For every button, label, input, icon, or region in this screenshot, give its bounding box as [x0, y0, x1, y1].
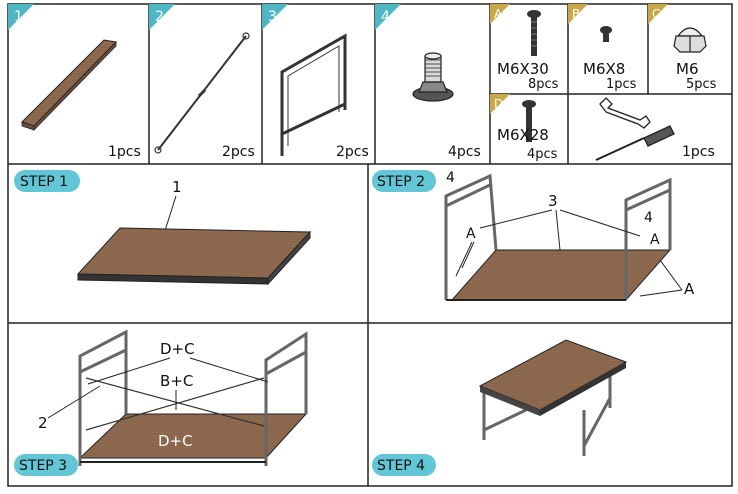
step-4-panel: STEP 4	[372, 339, 628, 476]
hardware-b-qty: 1pcs	[606, 77, 637, 92]
hardware-d-letter: D	[494, 97, 503, 111]
cap-nut-m6-icon	[673, 27, 707, 53]
part-2-badge	[149, 4, 175, 30]
hardware-b-badge	[568, 4, 588, 24]
step-2-callout-3: 3	[548, 192, 558, 210]
step-2-callout-a3: A	[684, 280, 695, 298]
tabletop-board-image	[21, 39, 118, 131]
step-2-badge	[372, 170, 436, 192]
part-1-badge	[8, 4, 34, 30]
tabletop-step1-image	[76, 227, 312, 286]
step-3-callout-dc-top: D+C	[160, 340, 195, 358]
step-3-callout-bc: B+C	[160, 372, 193, 390]
step-3-badge	[14, 454, 78, 476]
step-1-badge	[14, 170, 80, 192]
hardware-b-cell: B M6X8 1pcs	[568, 4, 637, 92]
bolt-m6x8-icon	[600, 26, 612, 42]
cross-brace-rod-image	[154, 32, 250, 154]
step-4-label: STEP 4	[377, 458, 425, 474]
hardware-d-cell: D M6X28 4pcs	[490, 94, 558, 162]
hardware-b-size: M6X8	[583, 60, 625, 78]
part-4-number: 4	[381, 9, 390, 25]
table-upside-down-image	[444, 173, 672, 301]
hardware-d-qty: 4pcs	[527, 147, 558, 162]
hardware-d-size: M6X28	[497, 126, 549, 144]
finished-table-image	[478, 339, 628, 456]
step-2-callout-4b: 4	[644, 210, 653, 226]
step-1-label: STEP 1	[20, 174, 68, 190]
hardware-a-qty: 8pcs	[528, 77, 559, 92]
hardware-c-cell: C M6 5pcs	[648, 4, 717, 92]
hardware-a-letter: A	[494, 7, 503, 21]
wrench-icon	[599, 97, 651, 129]
step-1-callout-1: 1	[172, 178, 182, 196]
step-2-callout-a1: A	[466, 226, 476, 242]
part-1-number: 1	[14, 9, 23, 25]
part-4-badge	[375, 4, 401, 30]
hardware-c-qty: 5pcs	[686, 77, 717, 92]
part-2-qty: 2pcs	[222, 144, 255, 160]
part-1-cell: 1 1pcs	[8, 4, 141, 160]
screwdriver-icon	[595, 125, 675, 161]
hardware-a-badge	[490, 4, 510, 24]
bolt-m6x28-icon	[522, 100, 536, 142]
step-2-panel: STEP 2 4 3 A 4 A A	[372, 170, 695, 301]
hardware-c-size: M6	[676, 60, 699, 78]
part-2-cell: 2 2pcs	[149, 4, 255, 160]
tools-cell: 1pcs	[595, 97, 715, 161]
part-2-number: 2	[155, 9, 164, 25]
part-3-cell: 3 2pcs	[262, 4, 369, 160]
step-3-label: STEP 3	[19, 458, 67, 474]
side-frame-image	[280, 33, 347, 156]
hardware-b-letter: B	[572, 7, 580, 21]
part-3-number: 3	[268, 9, 277, 25]
step-3-callout-2: 2	[38, 414, 48, 432]
hardware-c-letter: C	[652, 7, 660, 21]
table-bracing-image	[78, 329, 308, 466]
step-1-panel: STEP 1 1	[14, 170, 312, 286]
part-4-cell: 4 4pcs	[375, 4, 481, 160]
step-4-badge	[372, 454, 436, 476]
step-2-callout-4a: 4	[446, 170, 455, 186]
step-2-label: STEP 2	[377, 174, 425, 190]
hardware-a-size: M6X30	[497, 60, 549, 78]
grid-lines	[7, 3, 733, 487]
hardware-a-cell: A M6X30 8pcs	[490, 4, 559, 92]
part-3-badge	[262, 4, 288, 30]
part-3-qty: 2pcs	[336, 144, 369, 160]
tools-qty: 1pcs	[682, 144, 715, 160]
hardware-c-badge	[648, 4, 668, 24]
step-2-callout-a2: A	[650, 232, 660, 248]
leveling-foot-image	[412, 52, 454, 102]
bolt-m6x30-icon	[527, 10, 541, 56]
part-1-qty: 1pcs	[108, 144, 141, 160]
part-4-qty: 4pcs	[448, 144, 481, 160]
step-3-panel: D+C B+C D+C 2 STEP 3	[14, 329, 308, 476]
step-3-callout-dc-bottom: D+C	[158, 432, 193, 450]
hardware-d-badge	[490, 94, 510, 114]
